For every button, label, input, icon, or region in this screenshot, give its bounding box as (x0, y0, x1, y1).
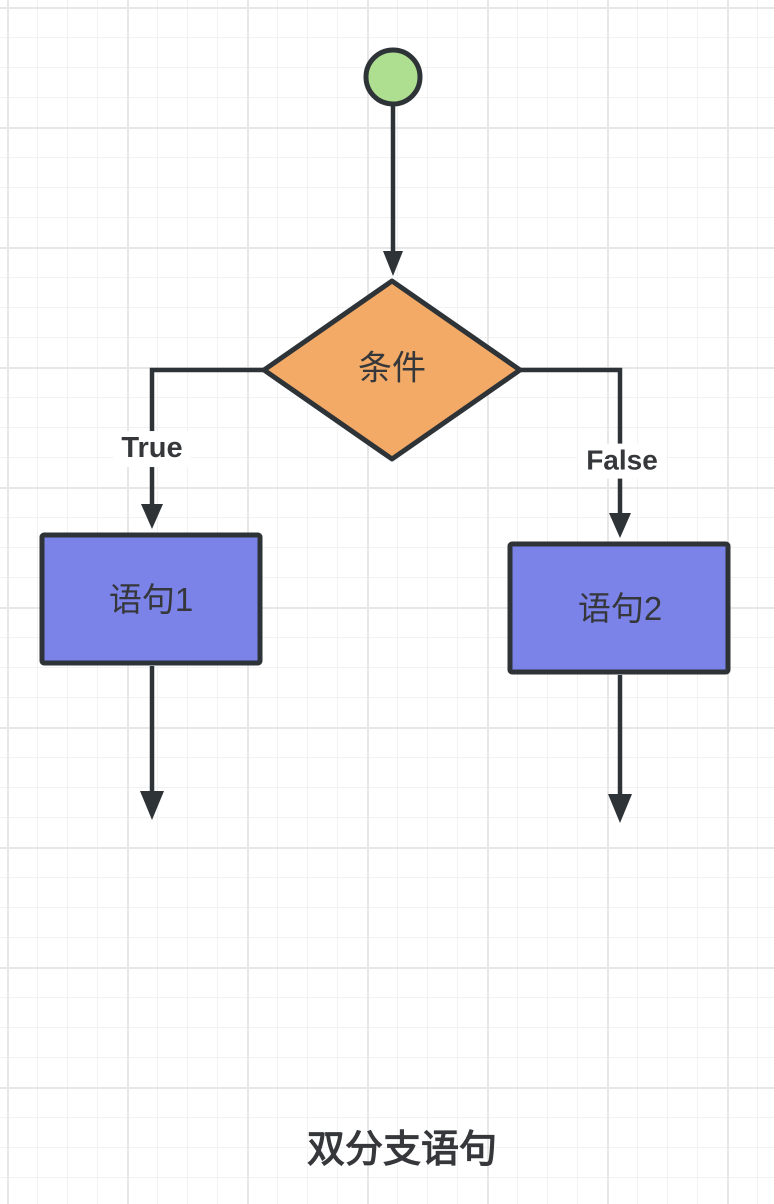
statement1-label: 语句1 (108, 580, 194, 618)
condition-label: 条件 (358, 349, 426, 388)
condition-node (261, 278, 523, 462)
arrowhead-statement1-out (140, 791, 164, 820)
diagram-title: 双分支语句 (306, 1129, 498, 1172)
statement2-node (507, 541, 731, 675)
arrowhead-start-to-condition (383, 251, 403, 276)
arrowhead-statement2-out (608, 794, 632, 823)
arrowhead-false-branch (609, 513, 631, 538)
start-node (363, 47, 423, 107)
false-branch-label: False (578, 443, 666, 479)
true-branch-label: True (113, 431, 191, 467)
arrowhead-true-branch (141, 504, 163, 529)
statement2-label: 语句2 (577, 589, 663, 627)
statement1-node (39, 532, 263, 666)
